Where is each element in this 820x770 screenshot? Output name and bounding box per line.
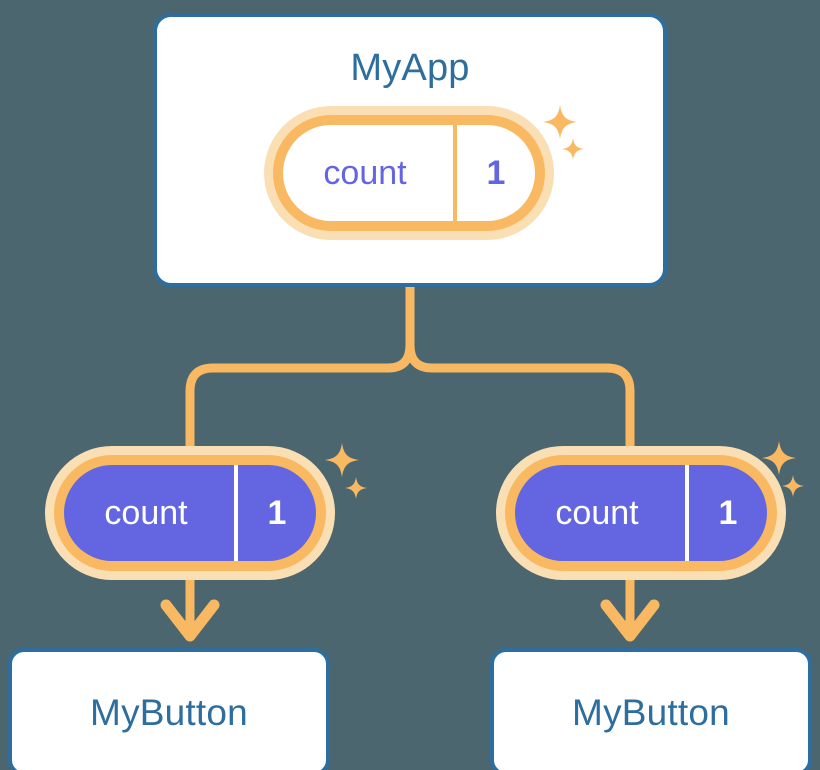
component-card-mybutton-left[interactable]: MyButton xyxy=(8,648,330,770)
state-pill-body: count 1 xyxy=(283,125,535,221)
state-pill-child-left[interactable]: count 1 xyxy=(45,446,335,580)
component-card-title: MyApp xyxy=(350,47,470,89)
connector-branch-left xyxy=(185,340,415,456)
state-pill-key: count xyxy=(555,494,639,532)
arrow-head-left-icon xyxy=(160,599,220,642)
state-pill-body: count 1 xyxy=(515,465,767,561)
component-card-title: MyButton xyxy=(572,691,730,733)
sparkle-icon xyxy=(543,105,577,139)
state-pill-key: count xyxy=(323,154,407,192)
state-pill-value: 1 xyxy=(486,154,506,192)
sparkle-icon xyxy=(325,443,359,477)
state-pill-ring: count 1 xyxy=(273,115,545,231)
state-pill-child-right[interactable]: count 1 xyxy=(496,446,786,580)
sparkle-icon xyxy=(562,138,584,160)
sparkle-icon xyxy=(762,441,796,475)
state-pill-value: 1 xyxy=(718,494,738,532)
state-pill-value: 1 xyxy=(267,494,287,532)
state-pill-ring: count 1 xyxy=(54,455,326,571)
component-card-mybutton-right[interactable]: MyButton xyxy=(490,648,812,770)
state-pill-divider xyxy=(685,465,689,561)
sparkle-icon xyxy=(345,477,367,499)
sparkle-icon xyxy=(782,475,804,497)
state-pill-root[interactable]: count 1 xyxy=(264,106,554,240)
state-pill-divider xyxy=(453,125,457,221)
state-pill-body: count 1 xyxy=(64,465,316,561)
arrow-head-right-icon xyxy=(600,599,660,642)
component-card-title: MyButton xyxy=(90,691,248,733)
state-pill-ring: count 1 xyxy=(505,455,777,571)
connector-branch-right xyxy=(405,340,635,456)
state-pill-divider xyxy=(234,465,238,561)
state-pill-key: count xyxy=(104,494,188,532)
